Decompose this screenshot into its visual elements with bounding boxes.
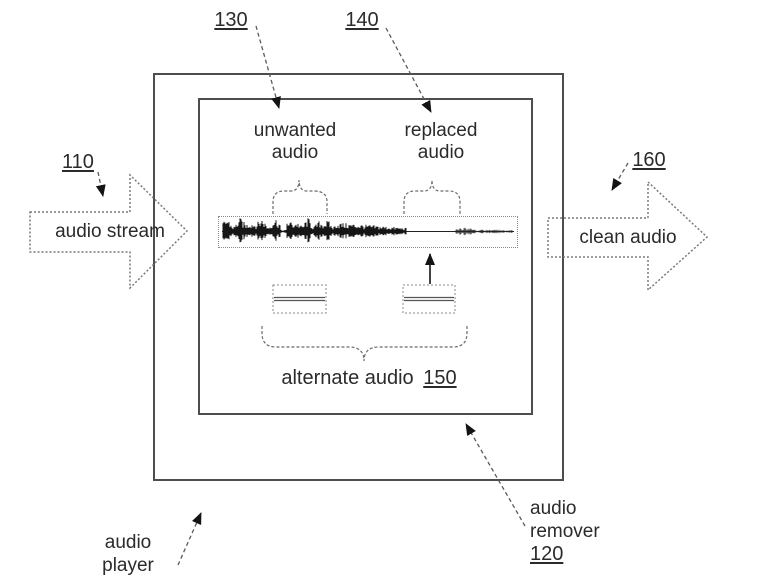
ref-120-label: 120 [530,543,564,565]
audio-stream-waveform-box [218,216,518,248]
ref-130-label: 130 [214,9,248,31]
leader-160 [611,162,629,191]
clean-audio-label: clean audio [579,227,677,248]
leader-player [177,512,202,566]
ref-110-label: 110 [62,151,94,173]
audio-remover-box [198,98,533,415]
ref-140-label: 140 [345,9,379,31]
audio-stream-label: audio stream [55,221,165,242]
audio-remover-label: audio remover 120 [530,498,600,565]
unwanted-audio-label: unwanted audio [253,120,337,163]
alternate-audio-label: alternate audio 150 [281,367,457,389]
replaced-audio-label: replaced audio [404,120,478,163]
ref-150-label: 150 [423,367,457,389]
ref-160-label: 160 [632,149,666,171]
leader-110 [95,171,106,197]
audio-player-label: audio player [102,532,154,576]
